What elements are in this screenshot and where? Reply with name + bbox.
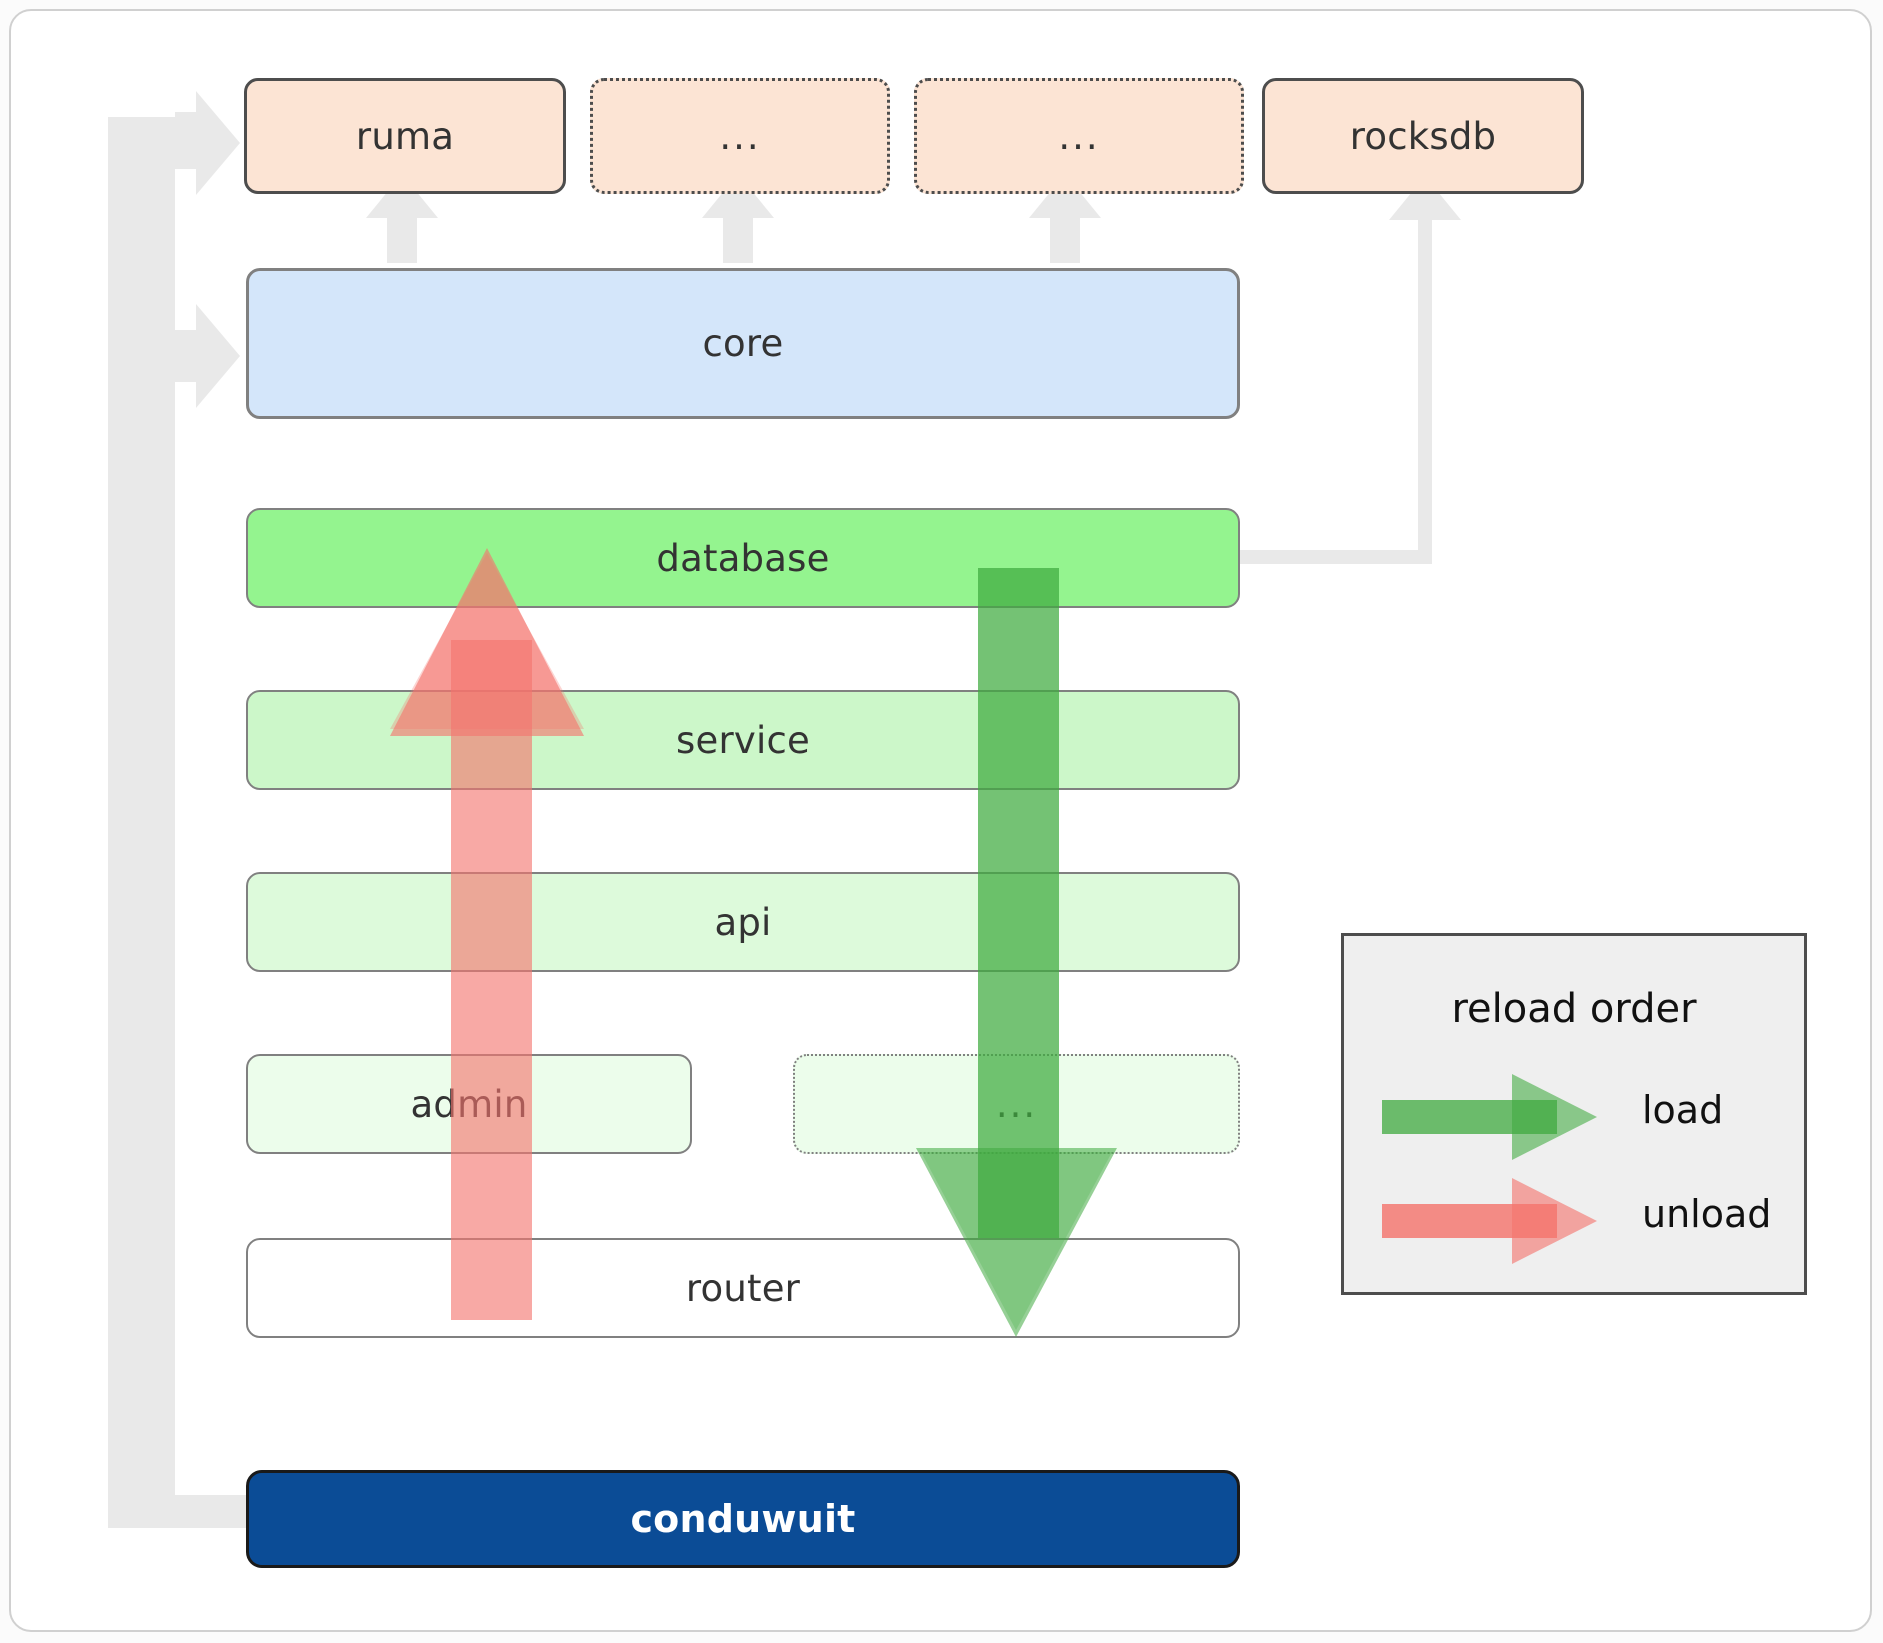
layer-label: database <box>656 536 830 580</box>
layer-box-router[interactable]: router <box>246 1238 1240 1338</box>
library-label: ruma <box>355 114 455 158</box>
legend-unload-arrow-icon <box>1382 1178 1597 1264</box>
legend-row-unload: unload <box>1344 1176 1804 1266</box>
legend-title: reload order <box>1451 986 1697 1032</box>
core-label: core <box>702 322 784 365</box>
layer-box-admin[interactable]: admin <box>246 1054 692 1154</box>
library-label: ... <box>719 114 761 158</box>
layer-label: router <box>685 1266 801 1310</box>
app-box-conduwuit[interactable]: conduwuit <box>246 1470 1240 1568</box>
app-label: conduwuit <box>630 1497 856 1541</box>
library-box-ruma[interactable]: ruma <box>244 78 566 194</box>
layer-label: ... <box>995 1082 1038 1126</box>
library-label: rocksdb <box>1349 114 1497 158</box>
layer-label: api <box>714 900 772 944</box>
library-box-rocksdb[interactable]: rocksdb <box>1262 78 1584 194</box>
legend-label-load: load <box>1642 1088 1724 1132</box>
legend-load-arrow-icon <box>1382 1074 1597 1160</box>
layer-box-service[interactable]: service <box>246 690 1240 790</box>
legend-row-load: load <box>1344 1072 1804 1162</box>
legend-panel: reload order load unload <box>1341 933 1807 1295</box>
library-box-more-2[interactable]: ... <box>914 78 1244 194</box>
core-box[interactable]: core <box>246 268 1240 419</box>
library-box-more-1[interactable]: ... <box>590 78 890 194</box>
layer-label: admin <box>410 1082 528 1126</box>
legend-label-unload: unload <box>1642 1192 1772 1236</box>
layer-box-database[interactable]: database <box>246 508 1240 608</box>
library-label: ... <box>1058 114 1100 158</box>
layer-label: service <box>676 718 810 762</box>
layer-box-more[interactable]: ... <box>793 1054 1240 1154</box>
layer-box-api[interactable]: api <box>246 872 1240 972</box>
diagram-canvas <box>9 9 1872 1632</box>
